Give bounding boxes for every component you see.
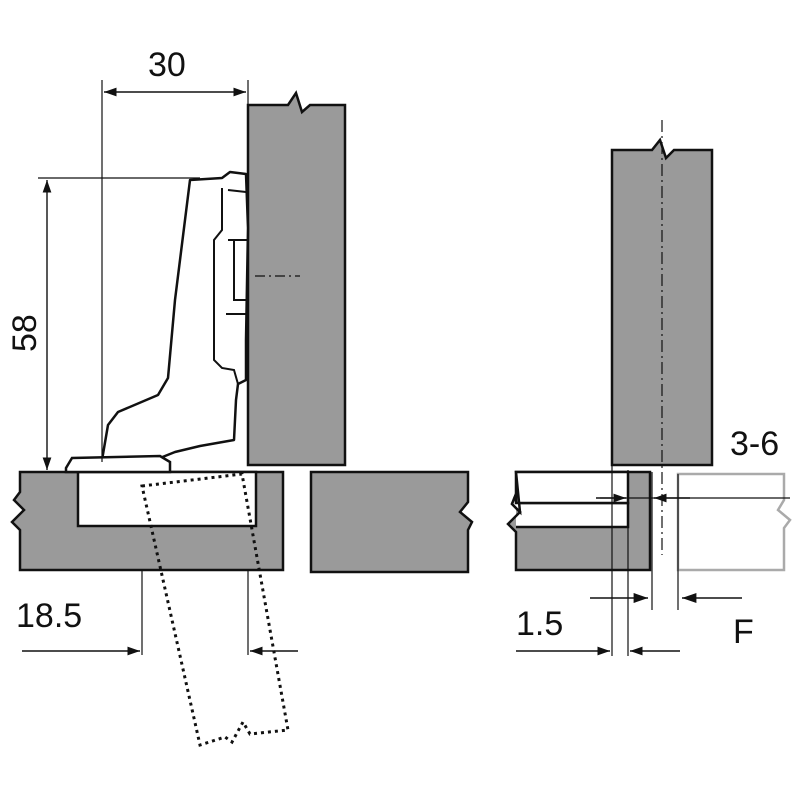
dim-3-6-label: 3-6	[730, 425, 779, 463]
hinge-cup-bore	[76, 470, 258, 528]
cabinet-side-panel-left	[246, 90, 347, 467]
dim-58-label: 58	[6, 314, 44, 352]
hinge-arm-inner-edge	[213, 188, 239, 385]
adjacent-door-ghost-outline	[676, 472, 792, 572]
dim-30-label: 30	[148, 46, 186, 84]
hinge-cup	[64, 454, 172, 474]
dim-f-label: F	[733, 613, 754, 651]
dim-18-5-label: 18.5	[16, 597, 82, 635]
door-cup-recess	[510, 470, 630, 516]
hinge-mounting-plate	[226, 189, 249, 315]
hinge-arm	[100, 170, 250, 462]
dim-1-5-label: 1.5	[516, 605, 563, 643]
adjacent-door-panel	[309, 470, 474, 574]
